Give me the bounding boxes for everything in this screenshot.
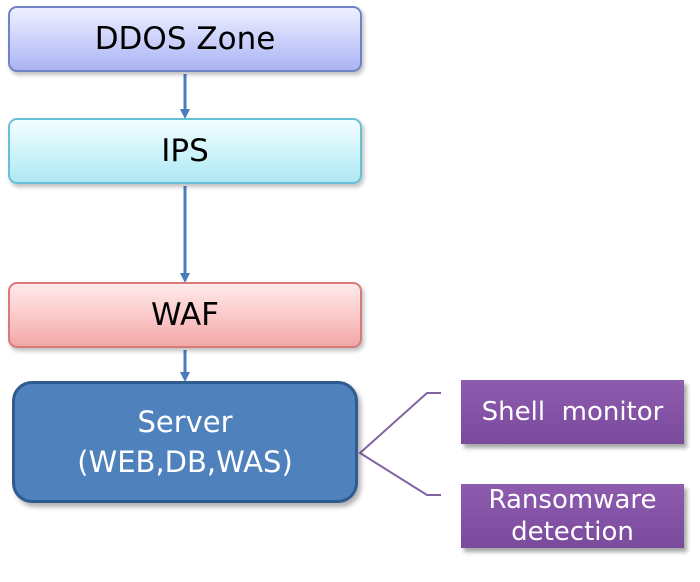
ddos-zone-label: DDOS Zone [94,21,276,57]
ddos-zone-box: DDOS Zone [8,6,362,72]
ips-label: IPS [161,133,209,169]
ips-box: IPS [8,118,362,184]
waf-label: WAF [151,297,219,333]
waf-box: WAF [8,282,362,348]
shell-monitor-label: Shell monitor [481,397,664,427]
server-components-label: (WEB,DB,WAS) [77,445,293,479]
ransomware-label: Ransomware [488,485,657,515]
bracket-connector [358,392,441,496]
detection-label: detection [511,517,634,547]
server-box: Server (WEB,DB,WAS) [12,381,358,503]
ransomware-detection-box: Ransomware detection [461,484,684,548]
shell-monitor-box: Shell monitor [461,380,684,444]
server-label: Server [137,405,233,439]
